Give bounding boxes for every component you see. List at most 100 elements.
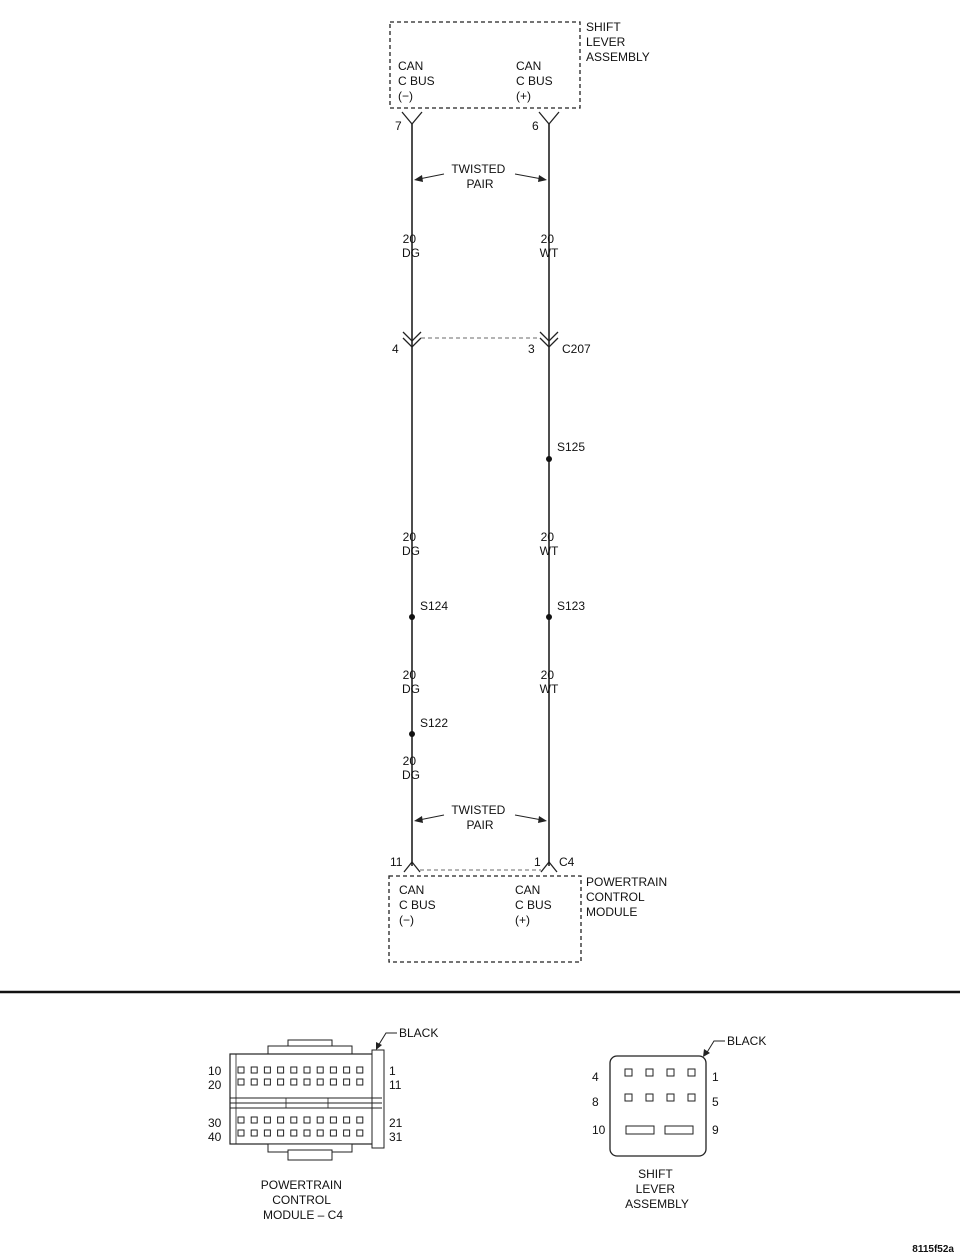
shift-pin-9: 9: [712, 1123, 719, 1137]
splice-s125-label: S125: [557, 440, 585, 454]
wire-label-dg-4: 20 DG: [402, 754, 420, 782]
wire-label-dg-1: 20 DG: [402, 232, 420, 260]
splice-s124-dot: [409, 614, 415, 620]
pcm-cavity: [250, 1078, 258, 1086]
cavity-6-label: 6: [532, 119, 539, 133]
pcm-cavity: [263, 1116, 271, 1124]
pcm-cavity: [316, 1129, 324, 1137]
shift-color-arrow: [703, 1049, 710, 1057]
inline-connector-c207: [402, 331, 559, 348]
pcm-module-outline: [388, 875, 582, 963]
pcm-cavity: [290, 1078, 298, 1086]
pcm-cavity: [316, 1066, 324, 1074]
pcm-color-label: BLACK: [399, 1026, 438, 1040]
pcm-left-pin-function: CAN C BUS (−): [399, 883, 439, 927]
c207-cavity-4: 4: [392, 342, 399, 356]
shift-lever-module-name: SHIFT LEVER ASSEMBLY: [586, 20, 650, 64]
c207-name: C207: [562, 342, 591, 356]
shift-cavity: [645, 1093, 654, 1102]
pcm-cavity: [237, 1116, 245, 1124]
pcm-cavity: [329, 1116, 337, 1124]
wire-label-wt-3: 20 WT: [540, 668, 559, 696]
pcm-pin-11: 11: [389, 1078, 402, 1092]
svg-text:TWISTED PAIR: TWISTED PAIR: [451, 803, 508, 832]
pcm-cavity: [263, 1066, 271, 1074]
pcm-cavity: [250, 1116, 258, 1124]
pcm-cavity: [316, 1116, 324, 1124]
pcm-module-name: POWERTRAIN CONTROL MODULE: [586, 875, 670, 919]
cavity-1-label: 1: [534, 855, 541, 869]
pcm-cavity: [356, 1066, 364, 1074]
pcm-cavity: [250, 1066, 258, 1074]
splice-s125-dot: [546, 456, 552, 462]
shift-cavity: [666, 1068, 675, 1077]
pcm-cavity: [356, 1078, 364, 1086]
pcm-cavity: [263, 1078, 271, 1086]
shift-color-label: BLACK: [727, 1034, 766, 1048]
pcm-cavity: [343, 1129, 351, 1137]
pcm-cavity: [290, 1116, 298, 1124]
shift-lever-terminal-6: [538, 111, 560, 126]
splice-s123-dot: [546, 614, 552, 620]
shift-color-leader: [705, 1040, 725, 1055]
shift-pin-4: 4: [592, 1070, 599, 1084]
pcm-cavity: [343, 1066, 351, 1074]
pcm-cavity: [329, 1129, 337, 1137]
shift-cavity: [645, 1068, 654, 1077]
pcm-cavity: [290, 1066, 298, 1074]
shift-lever-module-outline: [389, 21, 581, 109]
pcm-cavity: [250, 1129, 258, 1137]
c207-cavity-3: 3: [528, 342, 535, 356]
pcm-cavity: [277, 1129, 285, 1137]
svg-text:TWISTED PAIR: TWISTED PAIR: [451, 162, 508, 191]
shift-lever-connector-caption: SHIFT LEVER ASSEMBLY: [625, 1167, 689, 1211]
splice-s123-label: S123: [557, 599, 585, 613]
shift-cavity: [666, 1093, 675, 1102]
pcm-pin-21: 21: [389, 1116, 403, 1130]
pcm-cavity: [237, 1129, 245, 1137]
wire-label-dg-3: 20 DG: [402, 668, 420, 696]
pcm-cavity: [316, 1078, 324, 1086]
pcm-cavity: [277, 1116, 285, 1124]
splice-s122-label: S122: [420, 716, 448, 730]
shift-cavity: [687, 1093, 696, 1102]
pcm-pin-20: 20: [208, 1078, 222, 1092]
pcm-cavity: [263, 1129, 271, 1137]
shift-lever-right-pin-function: CAN C BUS (+): [516, 59, 556, 103]
pcm-cavity: [343, 1078, 351, 1086]
wire-label-wt-1: 20 WT: [540, 232, 559, 260]
shift-pin-1: 1: [712, 1070, 719, 1084]
pcm-cavity: [356, 1129, 364, 1137]
cavity-11-label: 11: [390, 855, 403, 869]
pcm-right-pin-function: CAN C BUS (+): [515, 883, 555, 927]
pcm-pin-10: 10: [208, 1064, 222, 1078]
pcm-cavity: [303, 1066, 311, 1074]
pcm-terminal-1: [540, 860, 558, 873]
shift-lever-left-pin-function: CAN C BUS (−): [398, 59, 438, 103]
shift-pin-5: 5: [712, 1095, 719, 1109]
wire-label-wt-2: 20 WT: [540, 530, 559, 558]
pcm-pin-30: 30: [208, 1116, 222, 1130]
pcm-pin-31: 31: [389, 1130, 403, 1144]
pcm-cavity: [329, 1078, 337, 1086]
twisted-pair-bottom: TWISTED PAIR: [414, 803, 547, 832]
shift-cavity: [624, 1068, 633, 1077]
pcm-cavity: [237, 1066, 245, 1074]
pcm-connector-caption: POWERTRAIN CONTROL MODULE – C4: [261, 1178, 345, 1222]
shift-lever-terminal-7: [401, 111, 423, 126]
pcm-cavity: [356, 1116, 364, 1124]
pcm-cavity: [329, 1066, 337, 1074]
figure-id: 8115f52a: [912, 1244, 954, 1255]
shift-cavity: [624, 1093, 633, 1102]
pcm-pin-40: 40: [208, 1130, 222, 1144]
twisted-pair-top: TWISTED PAIR: [414, 162, 547, 191]
pcm-cavity: [343, 1116, 351, 1124]
pcm-pin-1: 1: [389, 1064, 396, 1078]
pcm-cavity: [303, 1116, 311, 1124]
pcm-c4-connector-view: [229, 1039, 385, 1161]
pcm-cavity: [277, 1066, 285, 1074]
pcm-cavity: [290, 1129, 298, 1137]
shift-pin-10: 10: [592, 1123, 606, 1137]
pcm-cavity: [303, 1129, 311, 1137]
